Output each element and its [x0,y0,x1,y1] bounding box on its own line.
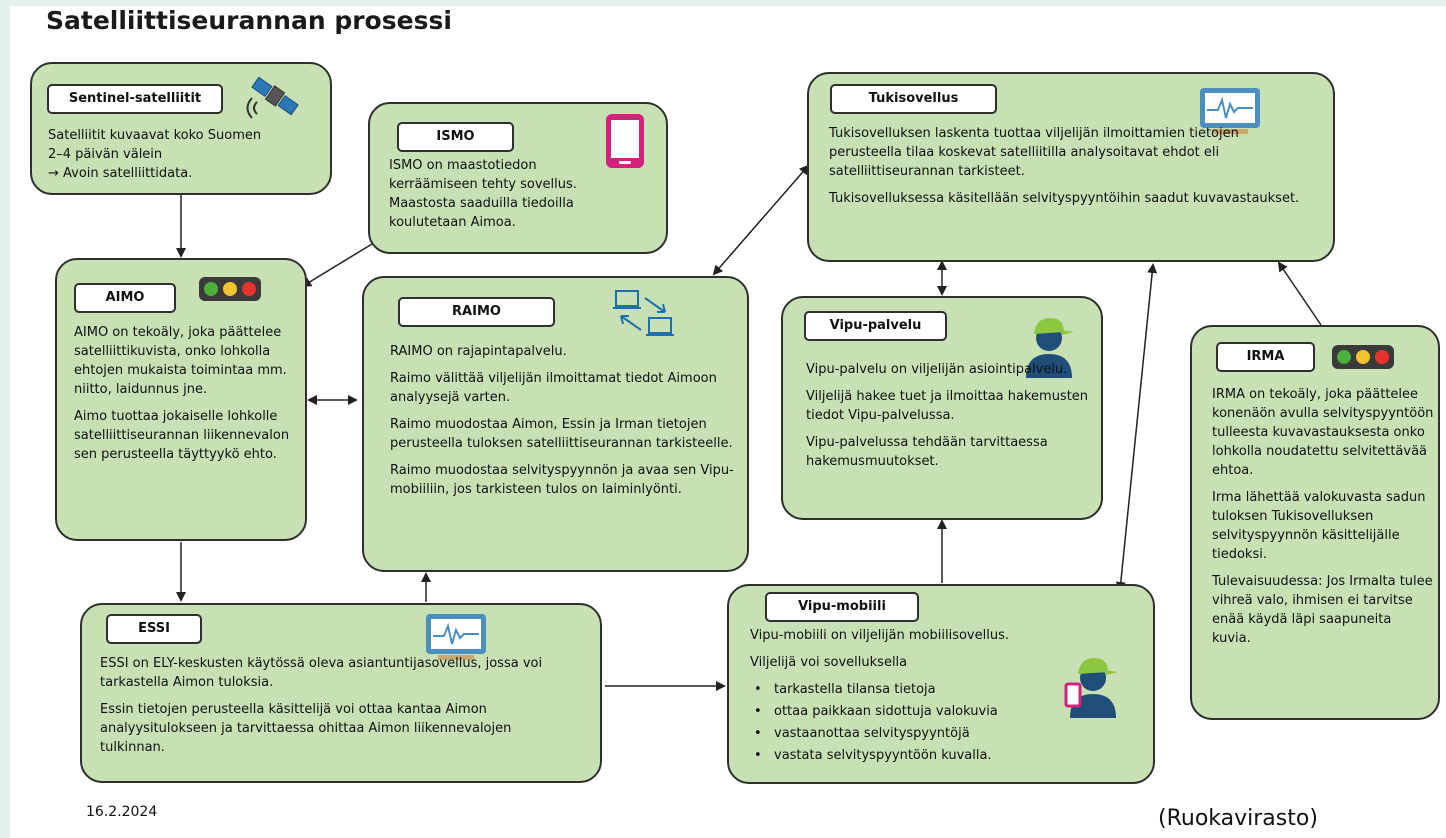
monitor-chart-icon [1198,86,1262,140]
irma-label: IRMA [1216,342,1315,372]
tukisovellus-text: Tukisovelluksen laskenta tuottaa viljeli… [829,124,1309,216]
vipumobiili-paragraph-2: Viljelijä voi sovelluksella [750,655,908,670]
top-accent-bar [0,0,1446,6]
vipumobiili-bullet-list: tarkastella tilansa tietoja ottaa paikka… [750,680,1070,765]
footer-source: (Ruokavirasto) [1158,806,1318,831]
sentinel-line-3: → Avoin satelliittidata. [48,166,193,181]
page-title: Satelliittiseurannan prosessi [46,6,452,35]
essi-label: ESSI [106,614,202,644]
raimo-label: RAIMO [398,297,555,327]
essi-text: ESSI on ELY-keskusten käytössä oleva asi… [100,654,570,765]
raimo-paragraph-3: Raimo muodostaa Aimon, Essin ja Irman ti… [390,417,733,451]
essi-paragraph-1: ESSI on ELY-keskusten käytössä oleva asi… [100,656,543,690]
irma-paragraph-3: Tulevaisuudessa: Jos Irmalta tulee vihre… [1212,574,1433,646]
vipupalvelu-paragraph-2: Viljelijä hakee tuet ja ilmoittaa hakemu… [806,389,1089,423]
tukisovellus-paragraph-1: Tukisovelluksen laskenta tuottaa viljeli… [829,126,1239,179]
tukisovellus-label: Tukisovellus [830,84,997,114]
vipupalvelu-paragraph-1: Vipu-palvelu on viljelijän asiointipalve… [806,362,1068,377]
arrow-ismo-aimo [301,243,373,288]
vipumobiili-paragraph-1: Vipu-mobiili on viljelijän mobiilisovell… [750,628,1009,643]
aimo-text: AIMO on tekoäly, joka päättelee satellii… [74,323,300,472]
irma-paragraph-1: IRMA on tekoäly, joka päättelee konenäön… [1212,387,1434,478]
list-item: ottaa paikkaan sidottuja valokuvia [750,702,1070,721]
tukisovellus-paragraph-2: Tukisovelluksessa käsitellään selvityspy… [829,191,1300,206]
computers-exchange-icon [613,288,675,344]
traffic-light-icon [199,277,261,301]
traffic-light-icon [1332,345,1394,369]
vipupalvelu-paragraph-3: Vipu-palvelussa tehdään tarvittaessa hak… [806,435,1048,469]
raimo-paragraph-4: Raimo muodostaa selvityspyynnön ja avaa … [390,463,734,497]
arrow-raimo-tukisovellus [712,164,810,276]
raimo-paragraph-2: Raimo välittää viljelijän ilmoittamat ti… [390,371,717,405]
list-item: vastaanottaa selvityspyyntöjä [750,724,1070,743]
person-phone-icon [1064,654,1122,722]
satellite-icon [245,68,305,128]
vipumobiili-text: Vipu-mobiili on viljelijän mobiilisovell… [750,626,1070,768]
raimo-text: RAIMO on rajapintapalvelu. Raimo välittä… [390,342,742,507]
list-item: vastata selvityspyyntöön kuvalla. [750,746,1070,765]
monitor-chart-icon [424,612,488,666]
irma-text: IRMA on tekoäly, joka päättelee konenäön… [1212,385,1434,656]
footer-date: 16.2.2024 [86,804,158,820]
list-item: tarkastella tilansa tietoja [750,680,1070,699]
phone-icon [603,112,647,174]
vipumobiili-label: Vipu-mobiili [765,592,919,622]
ismo-text: ISMO on maastotiedon kerräämiseen tehty … [389,158,577,230]
vipupalvelu-label: Vipu-palvelu [804,311,947,341]
sentinel-text: Satelliitit kuvaavat koko Suomen 2–4 päi… [48,126,328,183]
person-icon [1020,314,1078,382]
ismo-label: ISMO [397,122,514,152]
aimo-label: AIMO [74,283,176,313]
arrow-irma-tuki [1277,261,1322,326]
sentinel-line-2: 2–4 päivän välein [48,147,163,162]
essi-paragraph-2: Essin tietojen perusteella käsittelijä v… [100,702,512,755]
aimo-paragraph-2: Aimo tuottaa jokaiselle lohkolle satelli… [74,409,290,462]
sentinel-label: Sentinel-satelliitit [47,84,223,114]
raimo-paragraph-1: RAIMO on rajapintapalvelu. [390,344,567,359]
irma-box [1190,325,1440,720]
vipupalvelu-text: Vipu-palvelu on viljelijän asiointipalve… [806,360,1091,479]
aimo-box [55,258,307,541]
aimo-paragraph-1: AIMO on tekoäly, joka päättelee satellii… [74,325,287,397]
arrow-vipumobiili-tuki [1115,263,1158,592]
left-accent-bar [0,0,10,838]
sentinel-line-1: Satelliitit kuvaavat koko Suomen [48,128,262,143]
irma-paragraph-2: Irma lähettää valokuvasta sadun tuloksen… [1212,490,1426,562]
